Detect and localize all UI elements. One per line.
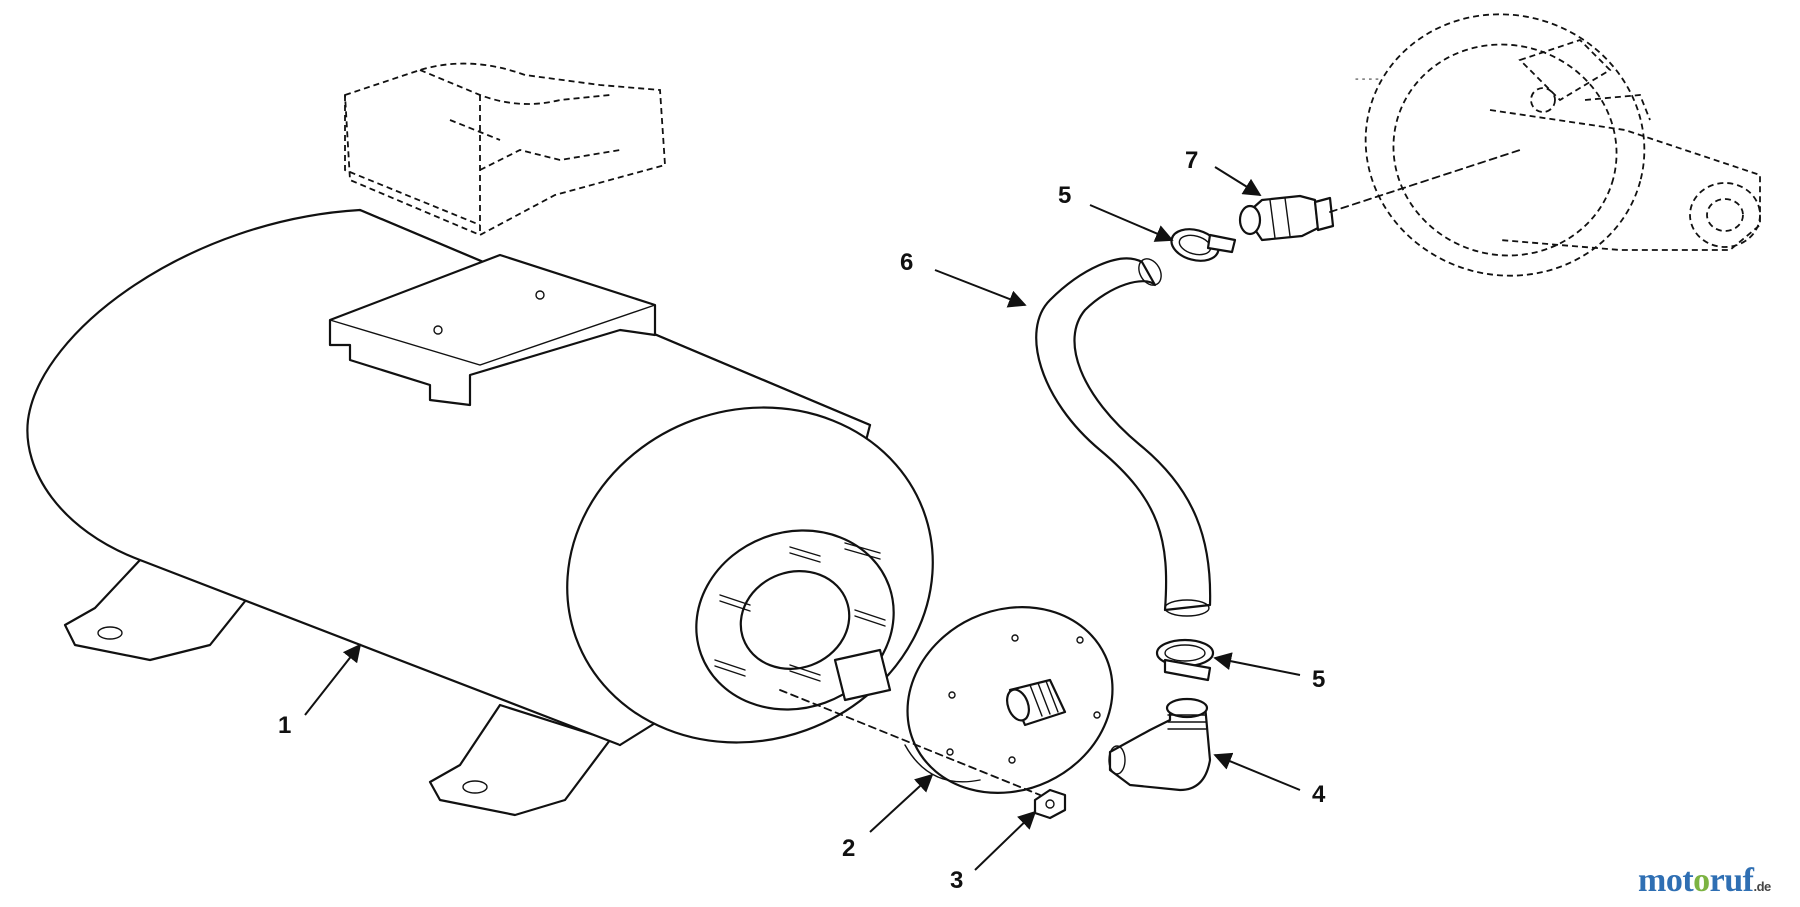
callout-6: 6 [900,249,913,276]
hose-clamp-upper [1170,228,1237,262]
flange-plate [904,606,1114,794]
watermark-part-b: o [1693,862,1710,899]
elbow-fitting [1108,697,1212,792]
rubber-hose [1035,257,1212,617]
callout-leaders [304,166,1301,871]
hose-barb-adapter [1238,194,1335,242]
assembly-lines [779,149,1521,796]
watermark-part-a: mot [1638,862,1694,899]
ghost-pump-housing: - - - - [1355,13,1761,277]
callout-5-upper: 5 [1058,182,1071,209]
ghost-mounting-cradle [344,62,666,236]
callout-2: 2 [842,835,855,862]
watermark-part-c: ruf [1709,862,1754,899]
svg-text:- - - -: - - - - [1355,73,1379,85]
callout-labels: 1 2 3 4 5 5 6 7 [278,147,1326,894]
callout-7: 7 [1185,147,1198,174]
callout-1: 1 [278,712,291,739]
hose-clamp-lower [1155,638,1215,682]
callout-4: 4 [1312,781,1326,808]
site-watermark: motoruf.de [1638,864,1771,898]
pressure-tank [26,208,934,817]
watermark-tld: .de [1753,879,1771,894]
callout-5-lower: 5 [1312,666,1325,693]
callout-3: 3 [950,867,963,894]
